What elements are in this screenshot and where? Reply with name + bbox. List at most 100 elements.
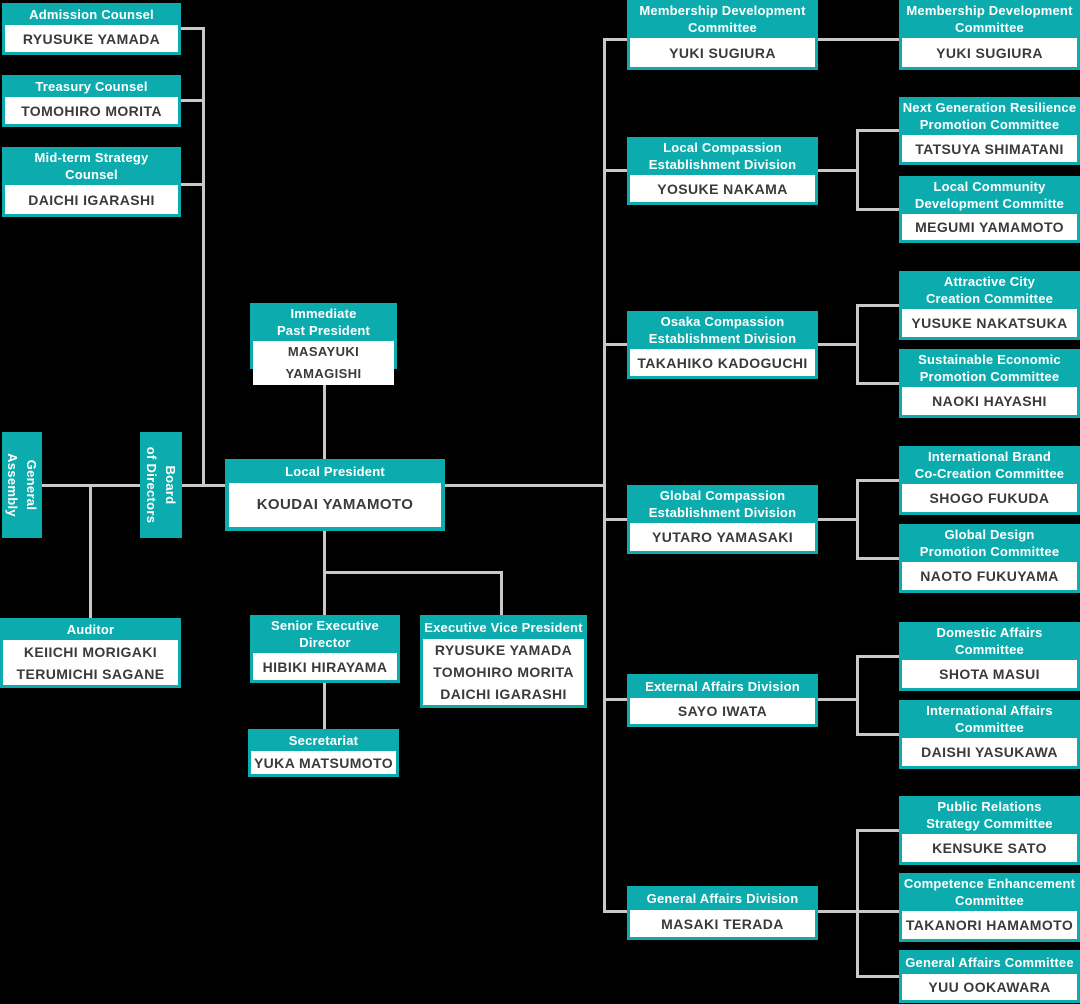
node-international-affairs-committee: International Affairs Committee DAISHI Y… [899, 700, 1080, 769]
connector-line [856, 655, 859, 736]
node-title: Domestic Affairs Committee [936, 625, 1043, 657]
node-title: Global Design Promotion Committee [919, 527, 1060, 559]
node-members: YUKI SUGIURA [630, 38, 815, 67]
node-title: Local Community Development Committe [914, 179, 1065, 211]
connector-line [603, 910, 627, 913]
node-members: DAICHI IGARASHI [5, 185, 178, 214]
node-general-affairs-division: General Affairs Division MASAKI TERADA [627, 886, 818, 940]
node-title: General Affairs Division [646, 890, 799, 906]
node-public-relations-strategy-committee: Public Relations Strategy Committee KENS… [899, 796, 1080, 865]
node-title: Attractive City Creation Committee [925, 274, 1054, 306]
node-title: Membership Development Committee [639, 3, 806, 35]
node-title: General Assembly [5, 453, 39, 517]
node-members: RYUSUKE YAMADA TOMOHIRO MORITA DAICHI IG… [423, 639, 584, 705]
node-members: TATSUYA SHIMATANI [902, 135, 1077, 162]
connector-line [181, 183, 204, 186]
node-title: International Affairs Committee [926, 703, 1053, 735]
node-local-compassion-establishment-division: Local Compassion Establishment Division … [627, 137, 818, 205]
node-title: Next Generation Resilience Promotion Com… [902, 100, 1077, 132]
connector-line [856, 304, 859, 385]
node-members: HIBIKI HIRAYAMA [253, 653, 397, 680]
connector-line [323, 683, 326, 729]
node-local-community-development-committee: Local Community Development Committe MEG… [899, 176, 1080, 243]
node-members: SAYO IWATA [630, 698, 815, 724]
node-members: KENSUKE SATO [902, 834, 1077, 862]
connector-line [856, 382, 899, 385]
connector-line [603, 518, 627, 521]
node-members: NAOTO FUKUYAMA [902, 562, 1077, 590]
node-title: Osaka Compassion Establishment Division [648, 314, 797, 346]
connector-line [856, 129, 859, 211]
node-title: Executive Vice President [424, 619, 583, 635]
connector-line [181, 99, 204, 102]
connector-line [603, 343, 627, 346]
node-treasury-counsel: Treasury Counsel TOMOHIRO MORITA [2, 75, 181, 127]
node-auditor: Auditor KEIICHI MORIGAKI TERUMICHI SAGAN… [0, 618, 181, 688]
node-immediate-past-president: Immediate Past President MASAYUKI YAMAGI… [250, 303, 397, 385]
node-title: Mid-term Strategy Counsel [34, 150, 149, 182]
connector-line [856, 733, 899, 736]
node-title: Local President [285, 463, 385, 479]
node-midterm-strategy-counsel: Mid-term Strategy Counsel DAICHI IGARASH… [2, 147, 181, 217]
node-members: SHOTA MASUI [902, 660, 1077, 688]
node-title: Competence Enhancement Committee [903, 876, 1076, 908]
node-members: NAOKI HAYASHI [902, 387, 1077, 415]
connector-line [182, 484, 225, 487]
connector-line [202, 27, 205, 487]
node-title: Public Relations Strategy Committee [926, 799, 1053, 831]
node-members: YUU OOKAWARA [902, 974, 1077, 1000]
node-title: Secretariat [288, 732, 359, 748]
node-title: Membership Development Committee [906, 3, 1073, 35]
node-secretariat: Secretariat YUKA MATSUMOTO [248, 729, 399, 777]
node-title: Sustainable Economic Promotion Committee [918, 352, 1061, 384]
node-attractive-city-creation-committee: Attractive City Creation Committee YUSUK… [899, 271, 1080, 340]
node-members: TOMOHIRO MORITA [5, 97, 178, 124]
connector-line [603, 38, 627, 41]
node-members: DAISHI YASUKAWA [902, 738, 1077, 766]
node-admission-counsel: Admission Counsel RYUSUKE YAMADA [2, 3, 181, 55]
node-title: Local Compassion Establishment Division [648, 140, 797, 172]
node-domestic-affairs-committee: Domestic Affairs Committee SHOTA MASUI [899, 622, 1080, 691]
node-title: General Affairs Committee [905, 954, 1074, 970]
node-members: TAKANORI HAMAMOTO [902, 911, 1077, 939]
node-title: Board of Directors [144, 446, 178, 524]
connector-line [856, 479, 859, 560]
node-members: RYUSUKE YAMADA [5, 25, 178, 52]
node-members: TAKAHIKO KADOGUCHI [630, 349, 815, 376]
node-sustainable-economic-promotion-committee: Sustainable Economic Promotion Committee… [899, 349, 1080, 418]
node-local-president: Local President KOUDAI YAMAMOTO [225, 459, 445, 531]
node-osaka-compassion-establishment-division: Osaka Compassion Establishment Division … [627, 311, 818, 379]
connector-line [818, 38, 899, 41]
node-title: Treasury Counsel [35, 78, 148, 94]
node-title: International Brand Co-Creation Committe… [914, 449, 1065, 481]
node-general-assembly: General Assembly [2, 432, 42, 538]
node-title: Admission Counsel [29, 6, 154, 22]
node-external-affairs-division: External Affairs Division SAYO IWATA [627, 674, 818, 727]
node-title: Auditor [66, 621, 115, 637]
connector-line [856, 829, 859, 978]
connector-line [856, 479, 899, 482]
node-global-compassion-establishment-division: Global Compassion Establishment Division… [627, 485, 818, 554]
connector-line [856, 304, 899, 307]
node-members: MASAYUKI YAMAGISHI [253, 341, 394, 385]
node-general-affairs-committee: General Affairs Committee YUU OOKAWARA [899, 950, 1080, 1003]
connector-line [856, 557, 899, 560]
connector-line [89, 484, 92, 618]
connector-line [818, 518, 859, 521]
node-members: KEIICHI MORIGAKI TERUMICHI SAGANE [3, 640, 178, 685]
node-members: YOSUKE NAKAMA [630, 175, 815, 202]
connector-line [856, 129, 899, 132]
node-members: YUSUKE NAKATSUKA [902, 309, 1077, 337]
node-members: YUKA MATSUMOTO [251, 751, 396, 774]
node-title: Immediate Past President [276, 306, 371, 338]
connector-line [856, 208, 899, 211]
connector-line [856, 655, 899, 658]
connector-line [323, 571, 503, 574]
node-members: YUTARO YAMASAKI [630, 523, 815, 551]
node-members: MEGUMI YAMAMOTO [902, 214, 1077, 240]
connector-line [818, 698, 859, 701]
node-membership-development-committee: Membership Development Committee YUKI SU… [899, 0, 1080, 70]
node-senior-executive-director: Senior Executive Director HIBIKI HIRAYAM… [250, 615, 400, 683]
connector-line [603, 698, 627, 701]
node-title: External Affairs Division [645, 678, 800, 694]
